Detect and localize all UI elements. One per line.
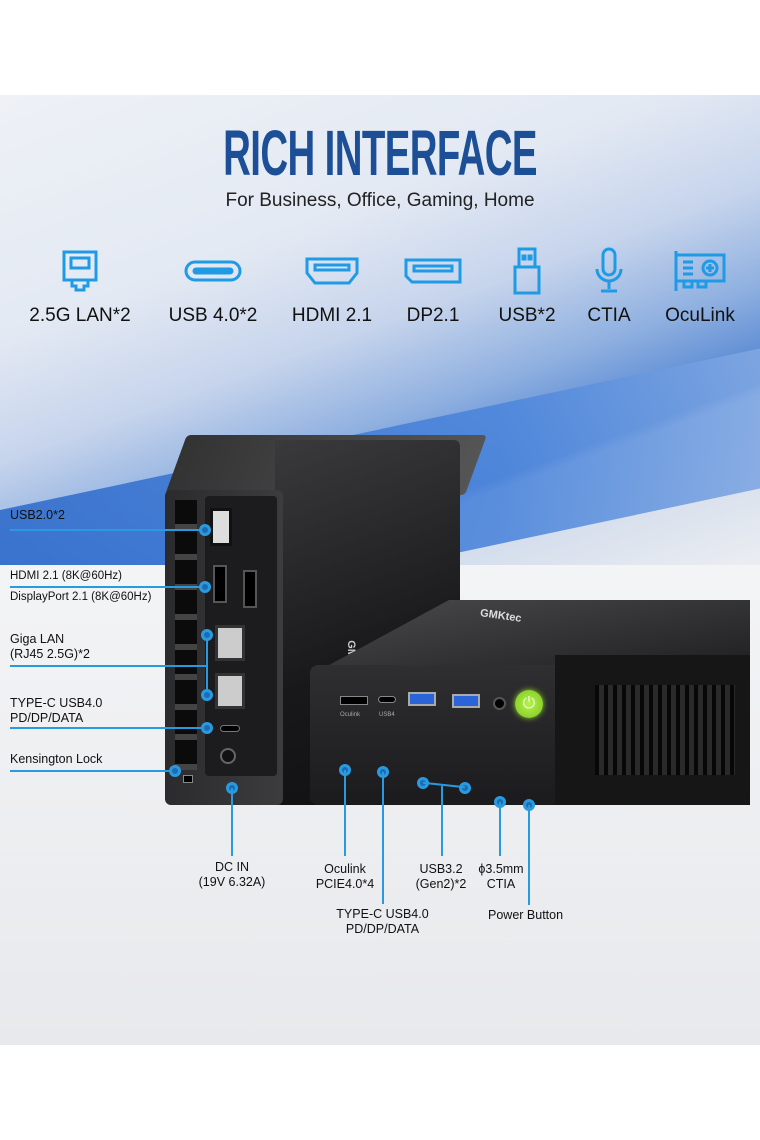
leader-line — [10, 529, 210, 531]
side-vents — [555, 655, 750, 805]
hdmi-port-icon — [305, 257, 359, 285]
feature-lan: 2.5G LAN*2 — [29, 245, 131, 327]
callout-kensington: Kensington Lock — [10, 752, 103, 766]
leader-line — [528, 805, 530, 905]
front-face — [310, 665, 560, 805]
microphone-icon — [595, 247, 623, 293]
leader-line — [231, 788, 233, 856]
oculink-port — [340, 696, 368, 705]
callout-usb32: USB3.2(Gen2)*2 — [410, 862, 472, 892]
callout-dp: DisplayPort 2.1 (8K@60Hz) — [10, 591, 152, 603]
usb4-port-front — [378, 696, 396, 703]
usb32-port-1 — [408, 692, 436, 706]
callout-audio-line2: CTIA — [486, 877, 516, 891]
product-infographic: RICH INTERFACE For Business, Office, Gam… — [0, 95, 760, 1045]
lan-port-1 — [215, 625, 245, 661]
ethernet-port-icon — [62, 250, 98, 292]
feature-label: USB*2 — [498, 305, 556, 326]
leader-line — [10, 770, 175, 772]
dc-in-port — [220, 748, 236, 764]
callout-lan-line1: Giga LAN — [10, 632, 65, 646]
lan-port-2 — [215, 673, 245, 709]
oculink-port-label: Oculink — [340, 712, 361, 718]
usb-c-port-rear — [220, 725, 240, 732]
feature-hdmi: HDMI 2.1 — [292, 245, 372, 327]
page-title: RICH INTERFACE — [223, 117, 537, 189]
callout-typec-rear-line1: TYPE-C USB4.0 — [10, 696, 103, 710]
feature-ctia: CTIA — [569, 245, 649, 327]
usb32-port-2 — [452, 694, 480, 708]
leader-line — [344, 770, 346, 856]
callout-typec-front-line2: PD/DP/DATA — [345, 922, 420, 936]
callout-oculink-line2: PCIE4.0*4 — [315, 877, 375, 891]
leader-line — [10, 665, 207, 667]
usb-a-icon — [513, 247, 541, 295]
subtitle: For Business, Office, Gaming, Home — [225, 190, 535, 211]
feature-label: OcuLink — [665, 305, 735, 326]
callout-audio-line1: ϕ3.5mm — [478, 862, 524, 876]
dp-port — [243, 570, 257, 608]
callout-typec-front-line1: TYPE-C USB4.0 — [336, 907, 429, 921]
feature-oculink: OcuLink — [660, 245, 740, 327]
feature-label: USB 4.0*2 — [168, 305, 258, 326]
callout-dot — [201, 629, 213, 641]
feature-usb: USB*2 — [487, 245, 567, 327]
callout-dot — [199, 524, 211, 536]
feature-usb4: USB 4.0*2 — [168, 245, 258, 327]
audio-jack — [493, 697, 506, 710]
leader-line — [10, 586, 210, 588]
callout-dot — [459, 782, 471, 794]
feature-label: DP2.1 — [406, 305, 460, 326]
tower-front-panel — [165, 490, 283, 805]
pcie-card-icon — [674, 251, 726, 291]
feature-dp: DP2.1 — [393, 245, 473, 327]
callout-power: Power Button — [488, 908, 564, 922]
callout-dot — [199, 581, 211, 593]
callout-dot — [201, 689, 213, 701]
leader-line — [499, 802, 501, 856]
feature-label: CTIA — [587, 305, 631, 326]
kensington-slot — [183, 775, 193, 783]
leader-line — [382, 772, 384, 904]
feature-label: HDMI 2.1 — [291, 305, 373, 326]
callout-usb32-line2: (Gen2)*2 — [415, 877, 467, 891]
leader-line — [10, 727, 207, 729]
usb-c-port-icon — [184, 260, 242, 282]
displayport-icon — [404, 258, 462, 284]
callout-dc-in-line2: (19V 6.32A) — [198, 875, 266, 889]
callout-usb2: USB2.0*2 — [10, 508, 65, 522]
callout-dc-in-line1: DC IN — [214, 860, 250, 874]
mini-pc-horizontal: GMKtec Oculink USB4 ⏻ — [310, 600, 755, 805]
callout-dot — [201, 722, 213, 734]
callout-lan: Giga LAN(RJ45 2.5G)*2 — [10, 632, 90, 662]
callout-typec-rear-line2: PD/DP/DATA — [10, 711, 84, 725]
leader-line — [441, 786, 443, 856]
leader-line — [206, 635, 208, 695]
feature-label: 2.5G LAN*2 — [29, 305, 131, 326]
callout-hdmi: HDMI 2.1 (8K@60Hz) — [10, 570, 123, 582]
power-button: ⏻ — [515, 690, 543, 718]
callout-usb32-line1: USB3.2 — [419, 862, 463, 876]
hdmi-port — [213, 565, 227, 603]
callout-dot — [169, 765, 181, 777]
usb2-ports — [210, 508, 232, 546]
callout-lan-line2: (RJ45 2.5G)*2 — [10, 647, 90, 661]
callout-oculink-line1: Oculink — [324, 862, 366, 876]
callout-dc-in: DC IN(19V 6.32A) — [192, 860, 272, 890]
usb4-port-label: USB4 — [379, 712, 395, 718]
